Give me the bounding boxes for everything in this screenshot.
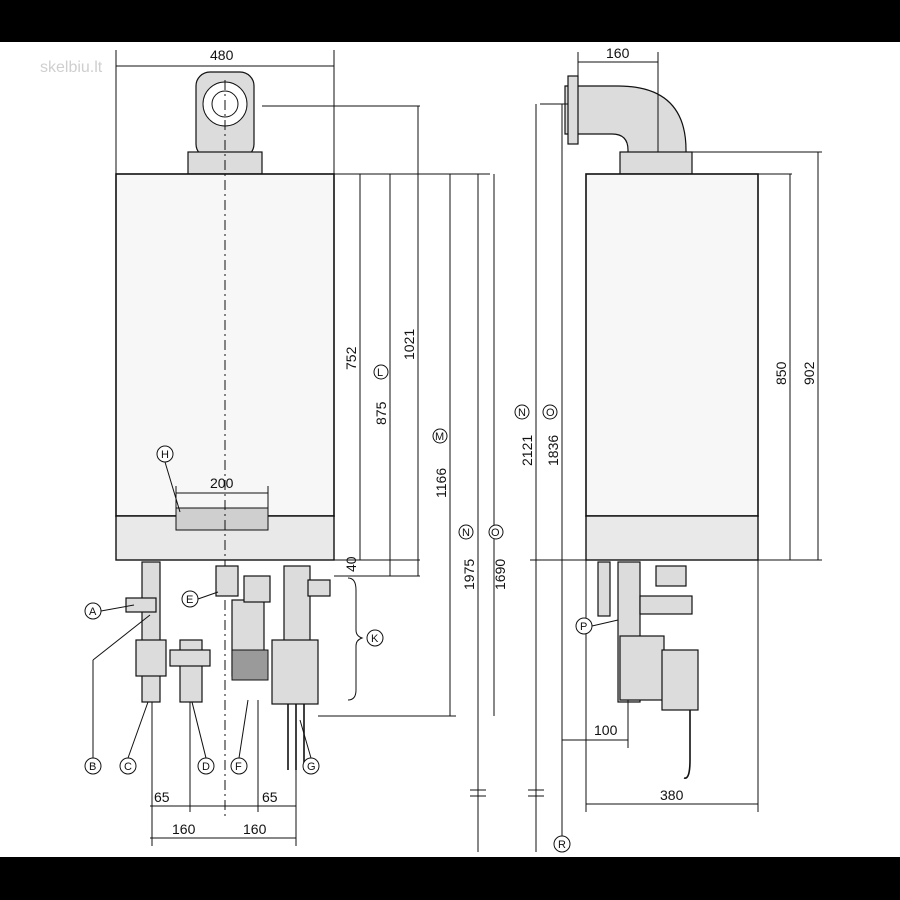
marker-n-front: N bbox=[462, 527, 470, 539]
dim-160-right: 160 bbox=[243, 821, 267, 837]
dim-752: 752 bbox=[343, 346, 359, 370]
dim-1690: 1690 bbox=[492, 559, 508, 590]
side-flue-elbow bbox=[564, 75, 693, 175]
marker-m: M bbox=[435, 431, 444, 443]
dim-2121: 2121 bbox=[519, 435, 535, 466]
dim-1975: 1975 bbox=[461, 559, 477, 590]
callout-h: H bbox=[161, 449, 169, 461]
dim-902: 902 bbox=[801, 361, 817, 385]
marker-l: L bbox=[377, 367, 383, 379]
drawing-sheet: skelbiu.lt 480 200 bbox=[0, 42, 900, 857]
dim-100: 100 bbox=[594, 722, 618, 738]
dim-width-480: 480 bbox=[210, 47, 234, 63]
dim-850: 850 bbox=[773, 361, 789, 385]
callout-g: G bbox=[307, 761, 316, 773]
dim-1021: 1021 bbox=[401, 329, 417, 360]
callout-d: D bbox=[202, 761, 210, 773]
front-pipe-fittings bbox=[125, 561, 331, 770]
technical-drawing: skelbiu.lt 480 200 bbox=[40, 45, 822, 853]
callout-f: F bbox=[235, 761, 242, 773]
marker-o-front: O bbox=[491, 527, 500, 539]
dim-40: 40 bbox=[343, 556, 359, 572]
side-pipe-fittings bbox=[597, 561, 699, 779]
marker-o-side: O bbox=[546, 407, 555, 419]
side-boiler-body bbox=[585, 173, 759, 517]
marker-n-side: N bbox=[518, 407, 526, 419]
dim-875: 875 bbox=[373, 401, 389, 425]
dim-380: 380 bbox=[660, 787, 684, 803]
callout-p: P bbox=[580, 621, 587, 633]
dim-side-160: 160 bbox=[606, 45, 630, 61]
side-boiler-base bbox=[585, 515, 759, 561]
callout-a: A bbox=[89, 606, 97, 618]
callout-r: R bbox=[558, 839, 566, 851]
front-display-panel bbox=[175, 507, 269, 531]
dim-200: 200 bbox=[210, 475, 234, 491]
callout-e: E bbox=[186, 594, 193, 606]
callout-b: B bbox=[89, 761, 96, 773]
dim-65-right: 65 bbox=[262, 789, 278, 805]
dim-160-left: 160 bbox=[172, 821, 196, 837]
callout-c: C bbox=[124, 761, 132, 773]
dim-1836: 1836 bbox=[545, 435, 561, 466]
callout-k: K bbox=[371, 633, 379, 645]
dim-1166: 1166 bbox=[433, 468, 449, 498]
dim-65-left: 65 bbox=[154, 789, 170, 805]
watermark: skelbiu.lt bbox=[40, 59, 103, 76]
